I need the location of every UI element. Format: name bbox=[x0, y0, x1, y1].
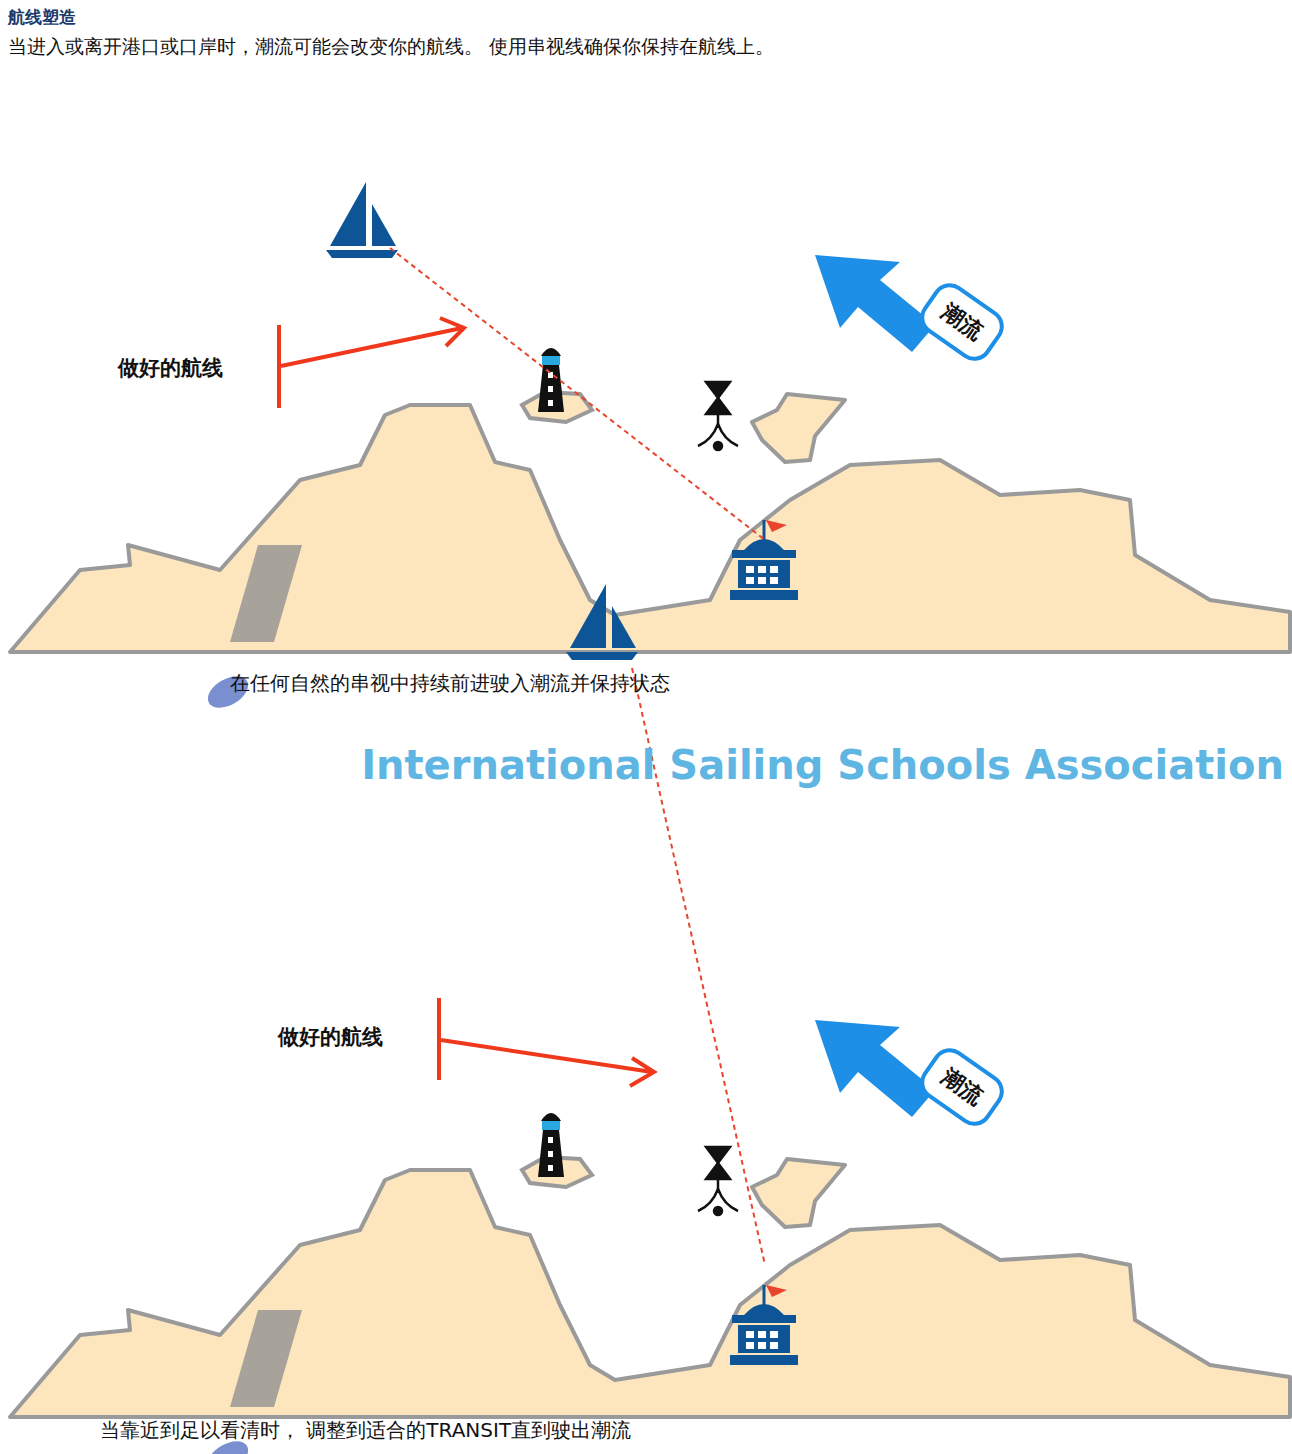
tide-tag: 潮流 bbox=[913, 1041, 1011, 1133]
scene-top bbox=[10, 255, 1290, 714]
watermark: International Sailing Schools Associatio… bbox=[361, 742, 1284, 788]
course-bracket bbox=[279, 318, 464, 408]
tide-text: 潮流 bbox=[935, 297, 988, 347]
course-bracket bbox=[439, 998, 654, 1086]
tide-tag: 潮流 bbox=[913, 276, 1011, 368]
sailboat bbox=[566, 584, 638, 660]
caption-text: 在任何自然的串视中持续前进驶入潮流并保持状态 bbox=[230, 670, 670, 697]
transit-line bbox=[390, 248, 765, 540]
caption-text: 当靠近到足以看清时， 调整到适合的TRANSIT直到驶出潮流 bbox=[100, 1417, 631, 1444]
tide-text: 潮流 bbox=[935, 1062, 988, 1112]
sailboat bbox=[326, 182, 398, 258]
course-label: 做好的航线 bbox=[278, 1023, 383, 1051]
course-label: 做好的航线 bbox=[118, 354, 223, 382]
scene-bottom bbox=[10, 1020, 1290, 1454]
page-title: 航线塑造 bbox=[8, 6, 76, 29]
intro-text: 当进入或离开港口或口岸时，潮流可能会改变你的航线。 使用串视线确保你保持在航线上… bbox=[8, 34, 774, 60]
